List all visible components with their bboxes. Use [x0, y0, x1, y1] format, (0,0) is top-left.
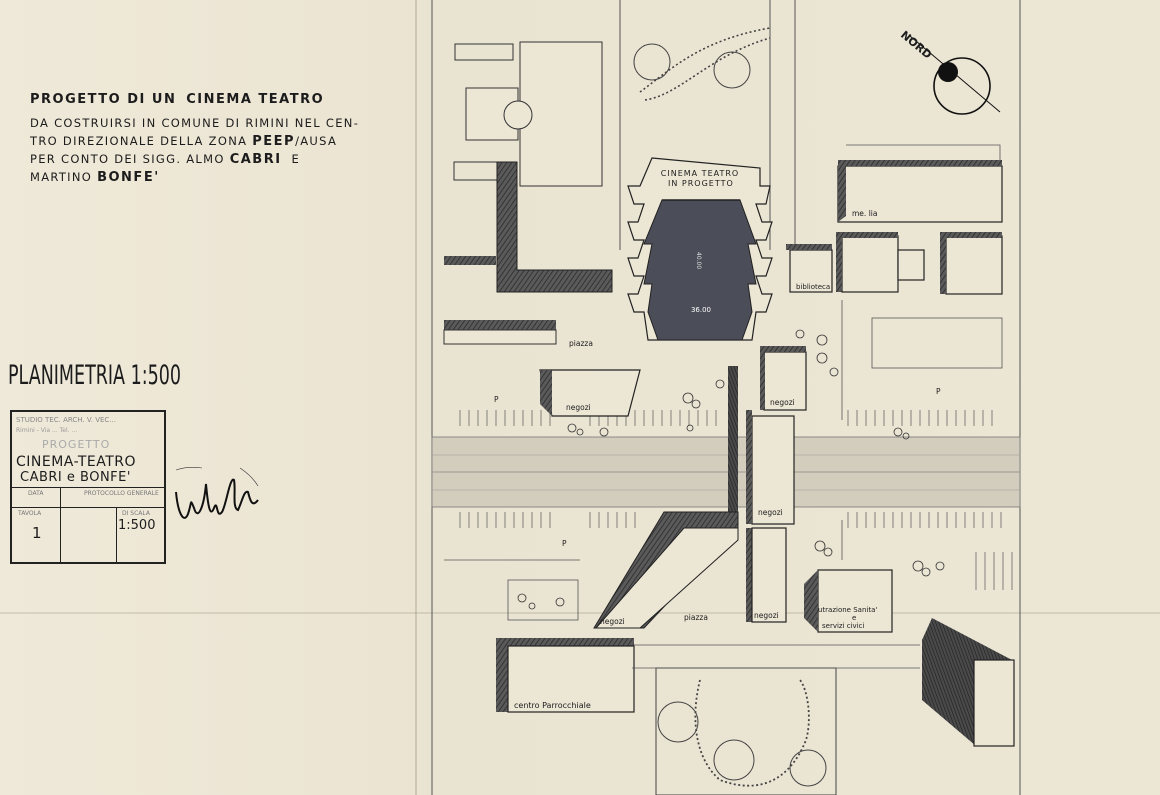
garden — [655, 667, 837, 795]
building-tower — [922, 618, 1015, 747]
parking-label: P — [494, 395, 499, 404]
tree-cluster — [517, 329, 945, 610]
building-block — [841, 235, 899, 293]
scale-heading: PLANIMETRIA 1:500 — [8, 360, 181, 391]
parking-label: P — [936, 387, 941, 396]
stamp-header: STUDIO TEC. ARCH. V. VEC... — [16, 416, 116, 424]
stamp-scala-value: 1:500 — [118, 518, 156, 533]
stamp-sub: Rimini - Via ... Tel. ... — [16, 427, 78, 434]
building-block — [443, 329, 557, 345]
paper-fold — [415, 0, 417, 795]
label-centro: centro Parrocchiale — [514, 701, 591, 710]
architect-signature — [175, 467, 259, 519]
garden — [633, 27, 771, 101]
stamp-scala-label: DI SCALA — [122, 510, 150, 517]
label-negozi-mid: negozi — [758, 508, 783, 517]
stamp-project-line1: CINEMA-TEATRO — [16, 454, 137, 470]
cinema-label-2: IN PROGETTO — [668, 179, 734, 188]
label-sanita-3: servizi civici — [822, 622, 864, 630]
building-negozi-mid — [746, 410, 795, 623]
title-line-2: DA COSTRUIRSI IN COMUNE DI RIMINI NEL CE… — [30, 116, 360, 130]
parking-label: P — [562, 539, 567, 548]
stamp-tavola-value: 1 — [32, 524, 42, 542]
building-melia — [837, 144, 1003, 223]
building-shadow — [496, 161, 613, 293]
stamp-progetto: PROGETTO — [42, 438, 111, 451]
label-negozi-left: negozi — [566, 403, 591, 412]
cinema-width-dimension: 36.00 — [691, 306, 711, 314]
building-block — [945, 235, 1003, 295]
site-lots — [444, 300, 1003, 621]
label-biblioteca: biblioteca — [796, 283, 830, 291]
title-line-5: MARTINO BONFE' — [30, 170, 160, 185]
label-negozi-center: negozi — [770, 398, 795, 407]
building-centro-parrocchiale — [496, 638, 635, 713]
parking-stripes — [459, 410, 1013, 590]
cinema-teatro — [627, 157, 773, 341]
building-block — [454, 43, 514, 61]
building-sanita — [804, 569, 893, 633]
stamp-data-label: DATA — [28, 490, 44, 497]
paper-fold — [0, 612, 1160, 614]
title-line-3: TRO DIREZIONALE DELLA ZONA PEEP/AUSA — [30, 134, 338, 149]
label-piazza-top: piazza — [569, 339, 593, 348]
stamp-project-line2: CABRI e BONFE' — [20, 470, 131, 485]
label-negozi-bottom: negozi — [754, 611, 779, 620]
building-shadow — [728, 366, 738, 526]
tree-symbol — [503, 100, 533, 130]
title-line-4: PER CONTO DEI SIGG. ALMO CABRI E — [30, 152, 301, 167]
label-negozi-diagonal: negozi — [600, 617, 625, 626]
north-arrow — [909, 35, 1001, 115]
cinema-length-dimension: 40.00 — [695, 252, 702, 269]
cinema-label-1: CINEMA TEATRO — [661, 169, 739, 178]
label-sanita-1: utrazione Sanita' — [818, 606, 877, 614]
building-shadow — [444, 320, 556, 330]
north-label: NORD — [898, 28, 934, 61]
stamp-tavola-label: TAVOLA — [18, 510, 42, 517]
building-negozi-center — [760, 346, 807, 411]
building-negozi-diagonal — [593, 511, 739, 629]
stamp-protocollo-label: PROTOCOLLO GENERALE — [84, 490, 159, 497]
label-piazza-bottom: piazza — [684, 613, 708, 622]
main-road — [431, 436, 1021, 508]
project-stamp: STUDIO TEC. ARCH. V. VEC... Rimini - Via… — [10, 410, 166, 564]
title-line-1: PROGETTO DI UN CINEMA TEATRO — [30, 92, 325, 107]
label-sanita-2: e — [852, 614, 856, 622]
building-biblioteca — [789, 249, 833, 293]
label-melia: me. lia — [852, 209, 877, 218]
building-negozi-left — [539, 369, 641, 417]
building-shadow — [444, 256, 496, 265]
building-block — [897, 249, 925, 281]
site-boundary — [431, 0, 1021, 795]
